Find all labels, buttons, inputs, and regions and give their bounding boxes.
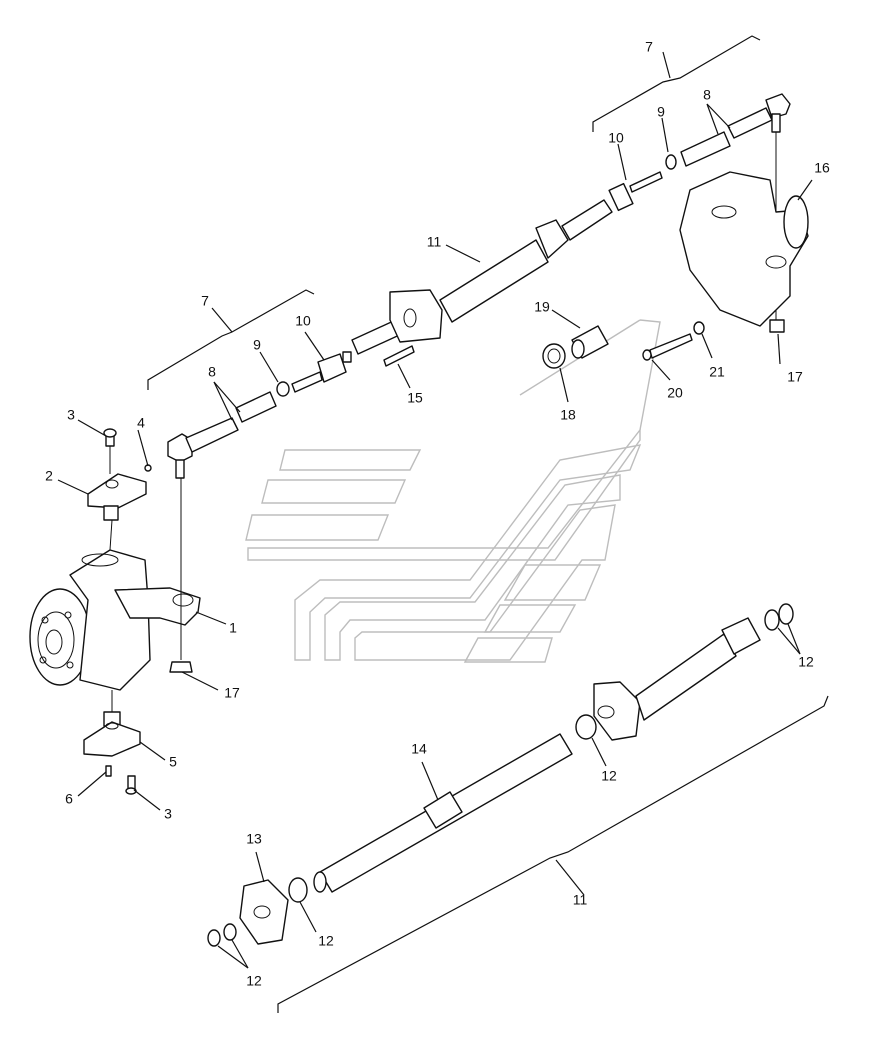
callout-20: 20 bbox=[667, 385, 683, 401]
callout-11-upper: 11 bbox=[427, 234, 442, 250]
callout-2: 2 bbox=[45, 468, 53, 484]
callout-18: 18 bbox=[560, 407, 576, 423]
bolt-and-nut bbox=[642, 321, 705, 361]
callout-14: 14 bbox=[411, 741, 427, 757]
callout-17-right: 17 bbox=[787, 369, 803, 385]
callout-15: 15 bbox=[407, 390, 423, 406]
callout-11-lower: 11 bbox=[573, 892, 588, 908]
callout-7-left: 7 bbox=[201, 293, 209, 309]
callout-3-bottom: 3 bbox=[164, 806, 172, 822]
callout-labels: 1 2 3 3 4 5 6 7 7 8 8 9 9 10 10 11 11 12… bbox=[45, 39, 830, 989]
callout-17-left: 17 bbox=[224, 685, 240, 701]
callout-5: 5 bbox=[169, 754, 177, 770]
lower-bracket-plate bbox=[83, 711, 141, 795]
callout-16: 16 bbox=[814, 160, 830, 176]
callout-21: 21 bbox=[709, 364, 725, 380]
callout-12-bottom: 12 bbox=[246, 973, 262, 989]
callout-9-right: 9 bbox=[657, 104, 665, 120]
callout-4: 4 bbox=[137, 415, 145, 431]
callout-12-mid: 12 bbox=[601, 768, 617, 784]
upper-bracket-plate bbox=[87, 428, 152, 521]
steering-knuckle-left bbox=[29, 519, 201, 715]
bushing-set bbox=[542, 325, 609, 369]
callout-8-right: 8 bbox=[703, 87, 711, 103]
steering-knuckle-right bbox=[679, 171, 809, 333]
tube-lower bbox=[207, 603, 794, 947]
tie-rod-left bbox=[167, 351, 352, 479]
callout-12-left: 12 bbox=[318, 933, 334, 949]
watermark-logo bbox=[245, 319, 661, 663]
callout-8-left: 8 bbox=[208, 364, 216, 380]
tie-rod-right bbox=[665, 93, 791, 320]
callout-10-right: 10 bbox=[608, 130, 624, 146]
callout-1: 1 bbox=[229, 620, 237, 636]
callout-13: 13 bbox=[246, 831, 262, 847]
callout-7-right: 7 bbox=[645, 39, 653, 55]
group-brackets bbox=[147, 35, 829, 1013]
callout-9-left: 9 bbox=[253, 337, 261, 353]
callout-12-right: 12 bbox=[798, 654, 814, 670]
callout-3-top: 3 bbox=[67, 407, 75, 423]
tube-upper bbox=[351, 171, 663, 367]
leader-lines bbox=[57, 51, 813, 969]
callout-19: 19 bbox=[534, 299, 550, 315]
nut-left bbox=[169, 478, 193, 673]
callout-10-left: 10 bbox=[295, 313, 311, 329]
callout-6: 6 bbox=[65, 791, 73, 807]
